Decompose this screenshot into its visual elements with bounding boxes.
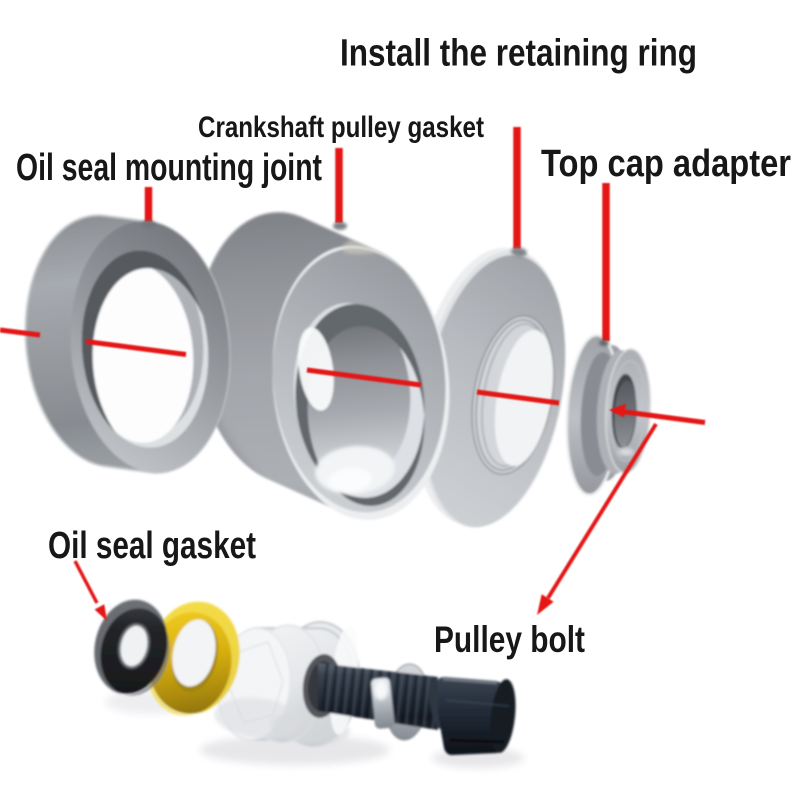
svg-text:Crankshaft pulley gasket: Crankshaft pulley gasket: [198, 111, 484, 144]
svg-text:Install the retaining ring: Install the retaining ring: [340, 33, 697, 75]
svg-text:Oil seal gasket: Oil seal gasket: [48, 525, 256, 567]
svg-text:Top cap adapter: Top cap adapter: [541, 143, 791, 185]
svg-text:Oil seal mounting joint: Oil seal mounting joint: [16, 147, 322, 189]
svg-text:Pulley bolt: Pulley bolt: [434, 619, 585, 660]
